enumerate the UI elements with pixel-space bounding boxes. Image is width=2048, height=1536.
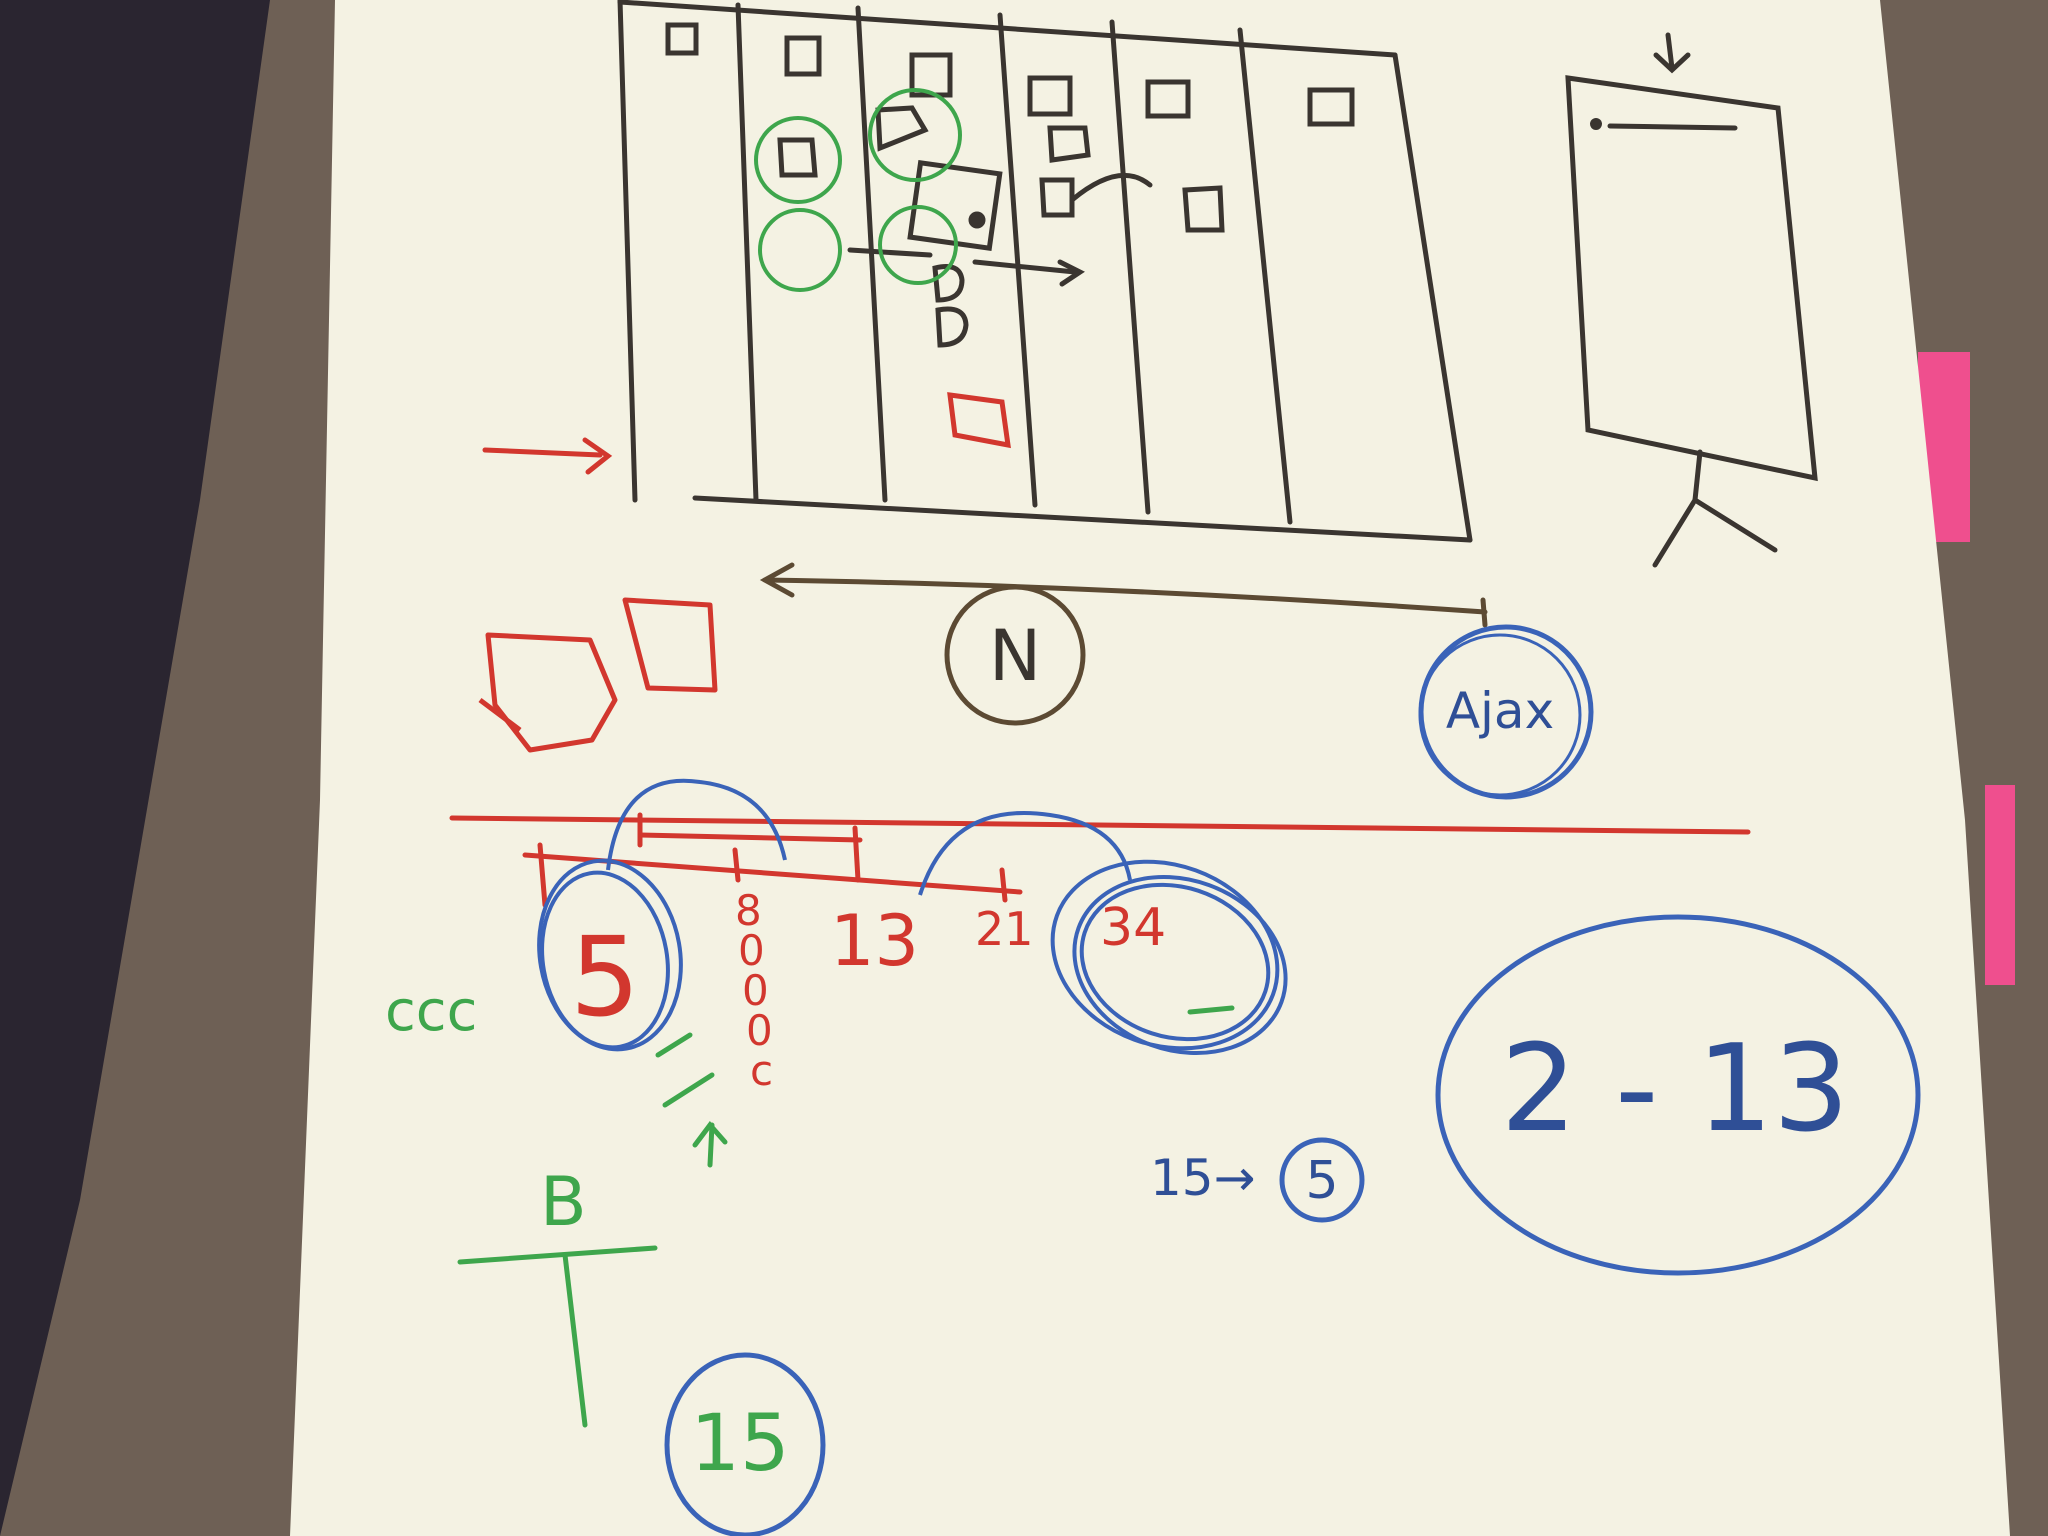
seq-34: 34 [1100,898,1166,958]
ajax-label: Ajax [1446,682,1554,740]
green-marks-board [754,88,962,292]
paper-sheet [290,0,2010,1536]
green-marks-timeline [457,1005,1235,1428]
seq-c-0: 0 [738,926,765,975]
range-circle [1435,914,1921,1276]
seq-c-3: c [750,1046,773,1095]
seq-c-2: 0 [746,1006,773,1055]
n-label: N [989,615,1041,697]
red-card-board [947,392,1011,449]
fifteen-label: 15 [690,1399,789,1489]
seq-c-stack: 8 0 0 0 c [735,886,773,1095]
five-small-circle [1279,1137,1365,1223]
five-small-label: 5 [1305,1151,1338,1211]
seq-5: 5 [570,913,640,1041]
monitor-sketch [1565,32,1818,568]
fifteen-circle [664,1352,826,1536]
ajax-circle-inner [1418,633,1582,797]
red-shields [478,597,718,753]
seq-21: 21 [975,902,1034,956]
long-arrow-line [759,562,1488,628]
seq-8: 8 [735,886,762,935]
blue-loops [537,778,1288,1056]
range-label: 2 - 13 [1501,1020,1850,1159]
b-label: B [540,1163,587,1242]
pink-sticky-tab-2 [1985,785,2015,985]
seq-13: 13 [830,900,919,982]
red-arrow-to-board [482,437,613,475]
ccc-label: ccc [385,979,477,1044]
monitor-dot [1590,118,1602,130]
n-circle [944,584,1086,726]
fifteen-arrow-label: 15→ [1150,1149,1256,1207]
kanban-board-sketch [617,0,1473,543]
seq-c-1: 0 [742,966,769,1015]
